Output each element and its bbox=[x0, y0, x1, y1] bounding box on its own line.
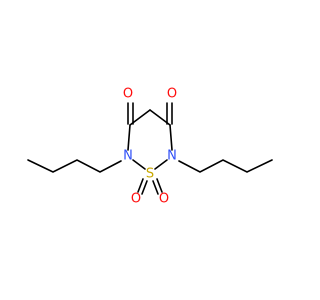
atom-s-center: S bbox=[146, 167, 154, 182]
ring-bonds bbox=[127, 109, 173, 170]
sulfonyl-left-bond-a bbox=[137, 178, 144, 193]
bond-c-carbonyl-right-n-right bbox=[169, 124, 173, 151]
butyl-chain-right bbox=[178, 159, 273, 173]
sulfonyl-right-bond-b bbox=[156, 178, 163, 193]
butyl-chain-left bbox=[27, 159, 122, 173]
atom-n-right: N bbox=[167, 149, 177, 164]
atom-n-left: N bbox=[123, 149, 133, 164]
sulfonyl-bonds bbox=[137, 178, 163, 195]
bond-n-left-s bbox=[132, 159, 146, 170]
sulfonyl-right-bond-a bbox=[152, 180, 159, 195]
atom-o-sulfonyl-right: O bbox=[159, 192, 169, 207]
atom-o-right: O bbox=[167, 87, 177, 102]
carbonyl-bonds bbox=[127, 102, 173, 125]
atom-o-left: O bbox=[123, 87, 133, 102]
sulfonyl-left-bond-b bbox=[141, 180, 148, 195]
atom-o-sulfonyl-left: O bbox=[131, 192, 141, 207]
molecule-diagram: O O N N S O O bbox=[27, 87, 273, 207]
bond-n-left-c-carbonyl-left bbox=[127, 124, 131, 151]
bond-s-n-right bbox=[154, 159, 168, 170]
